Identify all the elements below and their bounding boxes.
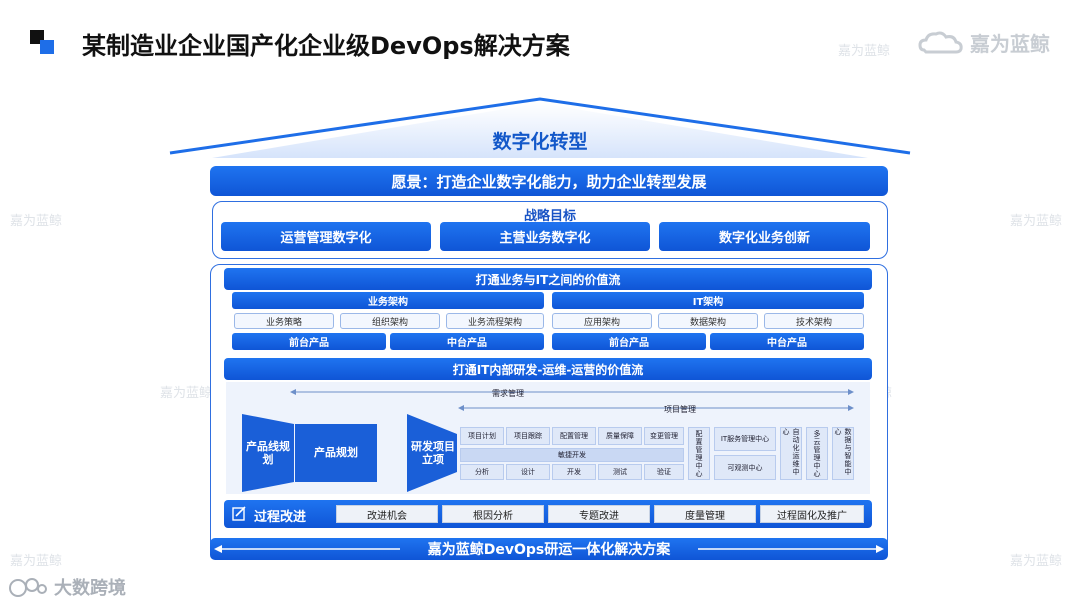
watermark: 嘉为蓝鲸 <box>1010 214 1063 229</box>
it-service-management-center: IT服务管理中心 <box>714 427 776 451</box>
auto-ops-center: 自动化运维中心 <box>780 427 802 480</box>
strategy-item: 主营业务数字化 <box>440 222 650 251</box>
multi-cloud-center: 多云管理中心 <box>806 427 828 480</box>
process-item: 根因分析 <box>442 505 544 523</box>
agile-cell: 开发 <box>552 464 596 480</box>
it-product: 中台产品 <box>710 333 864 350</box>
business-product: 中台产品 <box>390 333 544 350</box>
stage-product-planning: 产品规划 <box>314 446 358 460</box>
brand-logo: 嘉为蓝鲸 <box>918 28 1050 57</box>
pm-cell: 质量保障 <box>598 427 642 445</box>
stage-shapes <box>242 414 457 492</box>
agile-development-bar: 敏捷开发 <box>460 448 684 462</box>
business-cell: 业务策略 <box>234 313 334 329</box>
strategy-item: 数字化业务创新 <box>659 222 870 251</box>
process-title: 过程改进 <box>254 510 307 525</box>
watermark: 嘉为蓝鲸 <box>10 554 63 569</box>
footer-banner: 嘉为蓝鲸DevOps研运一体化解决方案 <box>210 538 888 560</box>
business-cell: 业务流程架构 <box>446 313 544 329</box>
data-intelligence-center: 数据与智能中心 <box>832 427 854 480</box>
process-item: 度量管理 <box>654 505 756 523</box>
strategy-title: 战略目标 <box>523 209 576 224</box>
title-mark-blue <box>40 40 54 54</box>
demand-management-label: 需求管理 <box>492 389 524 398</box>
it-architecture-header: IT架构 <box>552 292 864 309</box>
strategy-item: 运营管理数字化 <box>221 222 431 251</box>
agile-cell: 设计 <box>506 464 550 480</box>
it-cell: 应用架构 <box>552 313 652 329</box>
pm-cell: 项目计划 <box>460 427 504 445</box>
watermark: 嘉为蓝鲸 <box>10 214 63 229</box>
watermark: 嘉为蓝鲸 <box>160 386 213 401</box>
cloud-logo-icon <box>918 31 963 53</box>
watermark: 嘉为蓝鲸 <box>838 44 891 59</box>
corner-brand-text: 大数跨境 <box>54 578 126 599</box>
business-product: 前台产品 <box>232 333 386 350</box>
edit-icon <box>232 506 246 521</box>
it-cell: 技术架构 <box>764 313 864 329</box>
process-item: 改进机会 <box>336 505 438 523</box>
agile-cell: 分析 <box>460 464 504 480</box>
brand-logo-text: 嘉为蓝鲸 <box>970 32 1050 56</box>
banner-arrow-icon <box>214 545 884 553</box>
agile-cell: 验证 <box>644 464 684 480</box>
watermark: 嘉为蓝鲸 <box>1010 554 1063 569</box>
vision-banner: 愿景：打造企业数字化能力，助力企业转型发展 <box>210 166 888 196</box>
value-stream-band: 打通业务与IT之间的价值流 <box>224 268 872 290</box>
business-architecture-header: 业务架构 <box>232 292 544 309</box>
it-stream-band: 打通IT内部研发-运维-运营的价值流 <box>224 358 872 380</box>
bubble-logo-icon <box>9 578 47 597</box>
process-item: 专题改进 <box>548 505 650 523</box>
roof-title: 数字化转型 <box>492 131 588 153</box>
range-arrows <box>290 389 854 411</box>
stage-project-initiation: 研发项目立项 <box>411 439 455 466</box>
roof-shape <box>169 97 911 158</box>
business-cell: 组织架构 <box>340 313 440 329</box>
pm-cell: 配置管理 <box>552 427 596 445</box>
it-product: 前台产品 <box>552 333 706 350</box>
footer-banner-text: 嘉为蓝鲸DevOps研运一体化解决方案 <box>427 542 671 558</box>
agile-cell: 测试 <box>598 464 642 480</box>
observability-center: 可观测中心 <box>714 455 776 480</box>
process-item: 过程固化及推广 <box>760 505 864 523</box>
stage-product-line-planning: 产品线规划 <box>246 439 290 466</box>
pm-cell: 项目跟踪 <box>506 427 550 445</box>
page-title: 某制造业企业国产化企业级DevOps解决方案 <box>82 32 570 60</box>
corner-brand: 大数跨境 <box>8 574 126 600</box>
it-cell: 数据架构 <box>658 313 758 329</box>
project-management-label: 项目管理 <box>664 405 696 414</box>
config-management-center: 配置管理中心 <box>688 427 710 480</box>
pm-cell: 变更管理 <box>644 427 684 445</box>
